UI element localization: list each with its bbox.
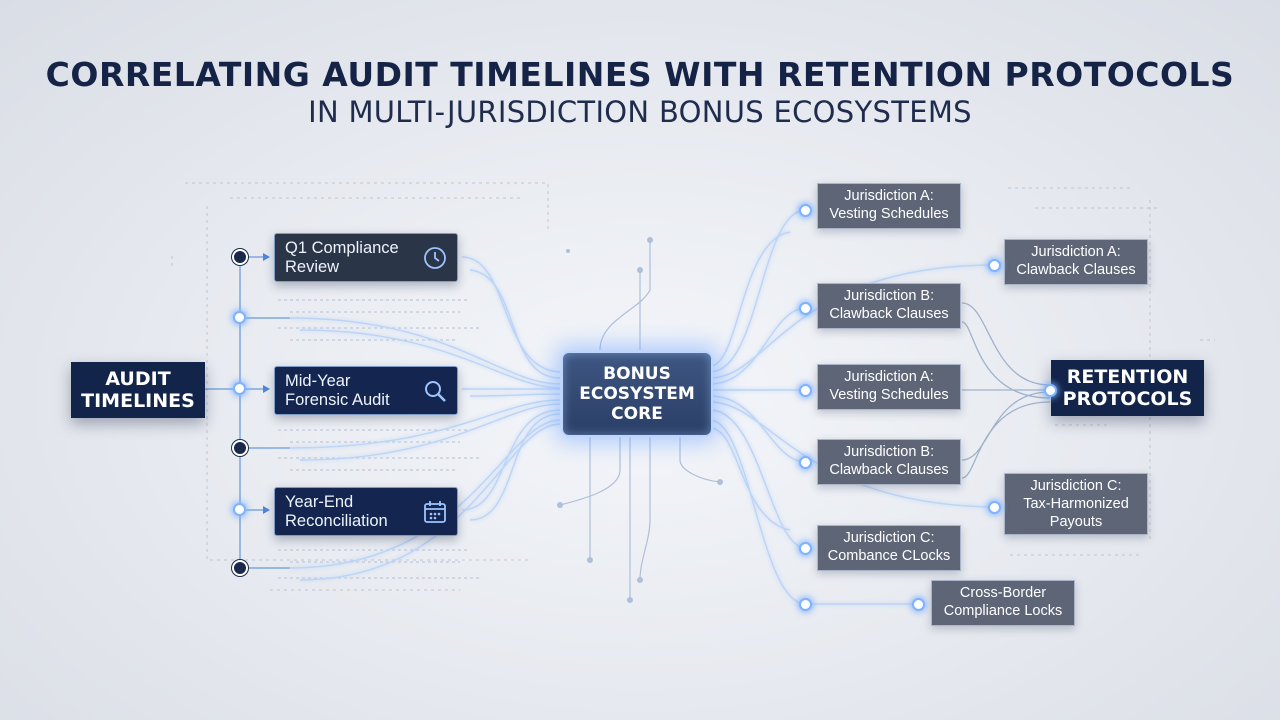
calendar-icon [424,501,446,523]
core-to-right-wires [709,209,996,605]
hub-line: PROTOCOLS [1062,388,1193,410]
jurisdiction-box: Jurisdiction B: Clawback Clauses [817,283,961,329]
stage-q1-compliance-review: Q1 Compliance Review [274,233,458,282]
page-title: CORRELATING AUDIT TIMELINES WITH RETENTI… [45,55,1235,94]
stage-mid-year-forensic-audit: Mid-Year Forensic Audit [274,366,458,415]
left-to-core-wires [289,256,561,581]
timeline-node [233,382,246,395]
magnifier-icon [425,381,446,402]
jurisdiction-title: Jurisdiction A: [1031,244,1121,260]
timeline-node [233,311,246,324]
connector-node [799,302,812,315]
clock-icon [424,247,446,269]
jurisdiction-box: Jurisdiction B: Clawback Clauses [817,439,961,485]
stage-line: Forensic Audit [285,391,390,409]
jurisdiction-title: Jurisdiction C: [1030,478,1122,494]
jurisdiction-detail: Clawback Clauses [829,306,949,322]
core-line: BONUS [603,364,671,384]
timeline-node [232,560,248,576]
trace-dots [557,237,723,603]
connector-node [912,598,925,611]
jurisdiction-title: Jurisdiction B: [843,444,935,460]
connector-node [799,598,812,611]
connector-node [988,501,1001,514]
jurisdiction-detail: Combance CLocks [827,548,951,564]
hub-line: AUDIT [105,368,171,390]
jurisdiction-detail: Payouts [1049,514,1103,530]
connector-node [799,384,812,397]
audit-timelines-hub: AUDIT TIMELINES [71,362,205,418]
jurisdiction-detail: Vesting Schedules [829,387,949,403]
retention-protocols-hub: RETENTION PROTOCOLS [1051,360,1204,416]
timeline-node [232,440,248,456]
stage-line: Year-End [285,493,354,511]
jurisdiction-detail: Tax-Harmonized [1023,496,1129,512]
jurisdiction-title: Jurisdiction C: [843,530,935,546]
connector-node [1044,384,1057,397]
jurisdiction-detail: Vesting Schedules [829,206,949,222]
jurisdiction-title: Cross-Border [959,585,1047,601]
jurisdiction-detail: Clawback Clauses [829,462,949,478]
hub-line: TIMELINES [81,390,195,412]
jurisdiction-box: Jurisdiction C: Tax-Harmonized Payouts [1004,473,1148,535]
lane-dashes [278,299,480,579]
stage-year-end-reconciliation: Year-End Reconciliation [274,487,458,536]
connector-node [799,542,812,555]
jurisdiction-box: Jurisdiction A: Vesting Schedules [817,183,961,229]
core-line: CORE [611,404,663,424]
jurisdiction-box: Cross-Border Compliance Locks [931,580,1075,626]
connector-node [799,456,812,469]
core-line: ECOSYSTEM [579,384,695,404]
timeline-node [233,503,246,516]
bonus-ecosystem-core: BONUS ECOSYSTEM CORE [561,351,713,437]
jurisdiction-title: Jurisdiction A: [844,369,934,385]
jurisdiction-box: Jurisdiction C: Combance CLocks [817,525,961,571]
jurisdiction-detail: Compliance Locks [943,603,1063,619]
jurisdiction-title: Jurisdiction B: [843,288,935,304]
jurisdiction-title: Jurisdiction A: [844,188,934,204]
stage-line: Q1 Compliance [285,239,399,257]
stage-line: Reconciliation [285,512,388,530]
core-traces [559,240,721,600]
arrowheads [263,253,270,514]
jurisdiction-detail: Clawback Clauses [1016,262,1136,278]
right-to-hub-wires [961,302,1051,479]
jurisdiction-box: Jurisdiction A: Clawback Clauses [1004,239,1148,285]
hub-line: RETENTION [1066,366,1189,388]
timeline-node [232,249,248,265]
connector-node [799,204,812,217]
stage-line: Mid-Year [285,372,351,390]
page-subtitle: IN MULTI-JURISDICTION BONUS ECOSYSTEMS [308,95,972,129]
jurisdiction-box: Jurisdiction A: Vesting Schedules [817,364,961,410]
connector-node [988,259,1001,272]
stage-line: Review [285,258,340,276]
